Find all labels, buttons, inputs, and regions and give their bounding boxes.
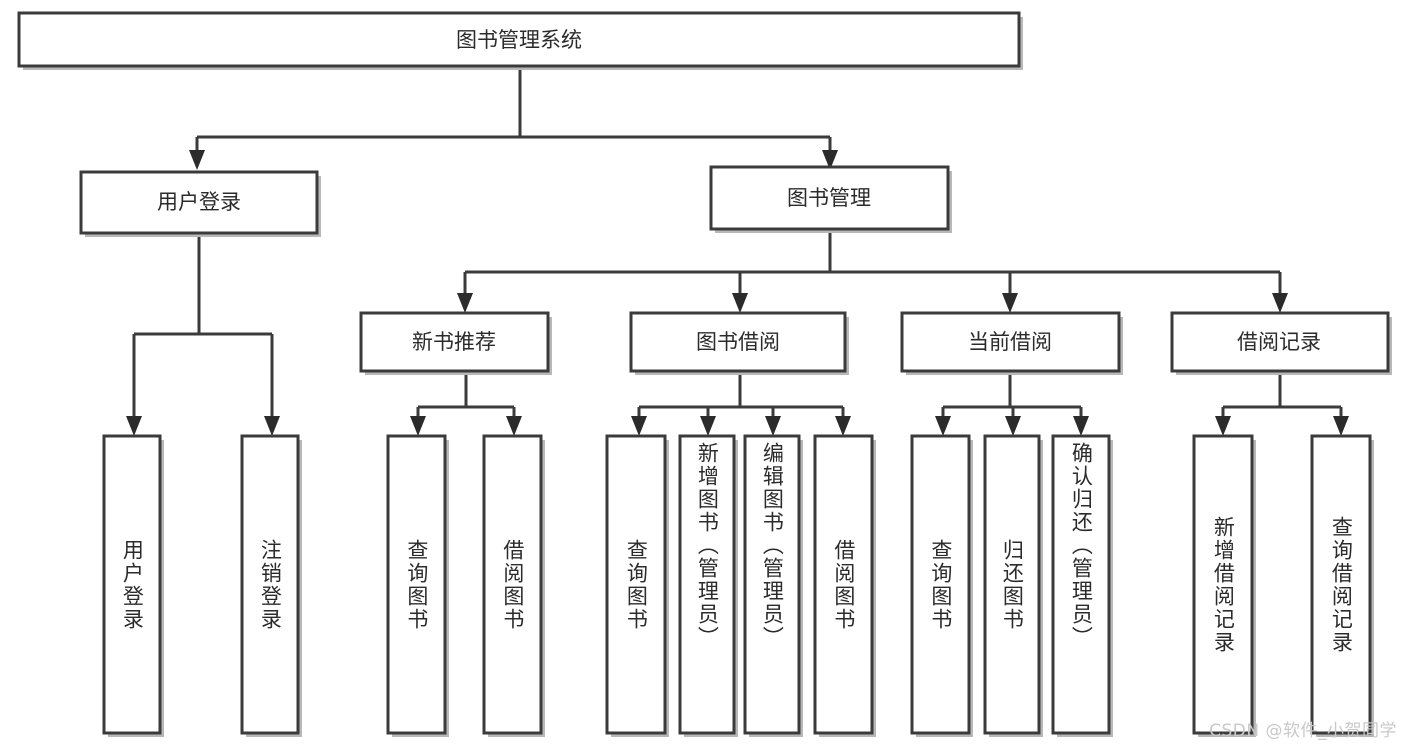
arrow-head-leaf-query-book-3 [935,416,951,436]
arrow-head-leaf-add-record [1215,416,1231,436]
arrow-head-leaf-borrow-book-1 [506,416,522,436]
csdn-watermark: CSDN @软件_小贺同学 [1209,721,1397,741]
node-book-borrow[interactable]: 图书借阅 [629,311,849,375]
arrow-head-leaf-confirm-return [1073,416,1089,436]
leaf-add-record-box[interactable] [1192,434,1254,735]
arrow-head-borrow-record [1272,293,1288,313]
node-current-borrow-box[interactable] [900,311,1121,373]
node-borrow-record-box[interactable] [1170,311,1390,373]
leaf-confirm-return-box[interactable] [1051,434,1111,735]
leaf-query-record-box[interactable] [1310,434,1372,735]
arrow-head-user-login [189,150,205,170]
connector-group [126,68,1349,436]
arrow-head-leaf-add-book [700,416,716,436]
node-book-borrow-label: 图书借阅 [696,330,780,354]
arrow-head-leaf-query-book-2 [631,416,647,436]
node-root-label: 图书管理系统 [456,28,582,52]
arrow-head-leaf-user-login [126,416,142,436]
leaf-borrow-book-1-box[interactable] [482,434,543,735]
node-new-book-recommend-label: 新书推荐 [412,330,496,354]
leaf-return-book-box[interactable] [983,434,1041,735]
node-borrow-record-label: 借阅记录 [1237,330,1321,354]
arrow-head-new-book-recommend [457,293,473,313]
node-book-manage-box[interactable] [709,165,950,231]
leaf-edit-book-box[interactable] [743,434,801,735]
node-user-login-label: 用户登录 [157,190,241,214]
node-root[interactable]: 图书管理系统 [17,11,1023,70]
leaf-user-logout-box[interactable] [240,434,300,735]
arrow-head-leaf-user-logout [264,416,280,436]
node-root-box[interactable] [17,11,1021,68]
arrow-head-book-borrow [732,293,748,313]
leaf-add-book-box[interactable] [678,434,736,735]
leaf-borrow-book-2-box[interactable] [813,434,874,735]
arrow-head-current-borrow [1002,293,1018,313]
leaf-query-book-3-box[interactable] [910,434,971,735]
node-new-book-recommend-box[interactable] [359,311,550,373]
arrow-head-leaf-query-record [1333,416,1349,436]
leaf-box-group [102,434,1374,737]
node-book-manage[interactable]: 图书管理 [709,165,952,233]
node-current-borrow[interactable]: 当前借阅 [900,311,1123,375]
leaf-user-login-box[interactable] [102,434,162,735]
node-user-login[interactable]: 用户登录 [79,170,321,237]
node-new-book-recommend[interactable]: 新书推荐 [359,311,552,375]
leaf-query-book-2-box[interactable] [605,434,667,735]
node-book-manage-label: 图书管理 [787,186,871,210]
arrow-head-book-manage [822,150,838,170]
arrow-head-leaf-query-book-1 [410,416,426,436]
arrow-head-leaf-borrow-book-2 [835,416,851,436]
node-book-borrow-box[interactable] [629,311,847,373]
arrow-head-leaf-return-book [1005,416,1021,436]
leaf-query-book-1-box[interactable] [386,434,447,735]
node-current-borrow-label: 当前借阅 [968,330,1052,354]
arrow-head-leaf-edit-book [765,416,781,436]
node-user-login-box[interactable] [79,170,319,235]
node-borrow-record[interactable]: 借阅记录 [1170,311,1392,375]
